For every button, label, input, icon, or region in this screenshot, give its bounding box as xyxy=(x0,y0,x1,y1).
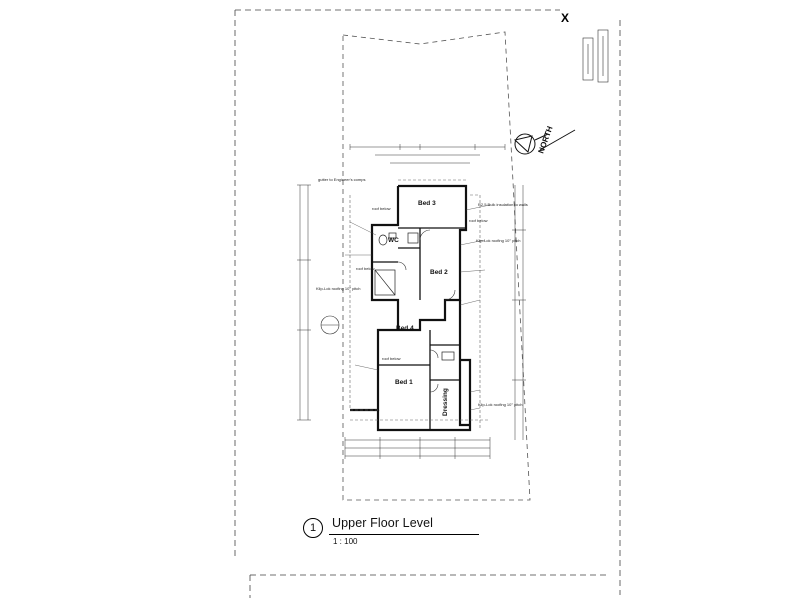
dimension-lines-bottom xyxy=(344,437,491,459)
title-underline xyxy=(329,534,479,535)
revision-block xyxy=(582,29,609,83)
note-klip-lok-2: Klip-Lok roofing 10° pitch xyxy=(316,286,361,291)
view-title-block: 1 Upper Floor Level 1 : 100 xyxy=(303,514,483,554)
north-label: NORTH xyxy=(536,125,554,155)
leader-lines xyxy=(345,204,491,411)
north-arrow xyxy=(513,129,576,155)
door-swings xyxy=(397,229,456,393)
note-klip-lok-1: Klip-Lok roofing 10° pitch xyxy=(476,238,521,243)
fixtures xyxy=(374,232,455,361)
note-insulation: R2.5 Bulk insulation to walls xyxy=(478,202,528,207)
corner-mark: X xyxy=(561,11,570,25)
room-label-wc: WC xyxy=(388,237,399,244)
room-label-dressing: Dressing xyxy=(442,388,449,416)
dimension-lines-top xyxy=(349,144,506,164)
section-callout xyxy=(320,315,340,335)
note-roof-below-4: roof below xyxy=(382,356,401,361)
site-boundary xyxy=(342,31,531,501)
exterior-walls xyxy=(350,184,472,432)
sheet-border xyxy=(234,9,621,598)
room-label-bed3: Bed 3 xyxy=(418,200,436,207)
room-label-bed1: Bed 1 xyxy=(395,379,413,386)
view-scale: 1 : 100 xyxy=(333,537,358,546)
note-roof-below-3: roof below xyxy=(469,218,488,223)
note-roof-below-2: roof below xyxy=(356,266,375,271)
view-title: Upper Floor Level xyxy=(332,516,434,530)
view-number-bubble: 1 xyxy=(303,518,323,538)
roof-lines xyxy=(349,179,490,430)
dimension-lines-left xyxy=(297,184,311,421)
room-label-bed2: Bed 2 xyxy=(430,269,448,276)
note-klip-lok-3: Klip-Lok roofing 10° pitch xyxy=(478,402,523,407)
dimension-lines-right xyxy=(512,185,526,440)
note-roof-below-1: roof below xyxy=(372,206,391,211)
note-engineer: gutter to Engineer's comps xyxy=(318,177,365,182)
room-label-bed4: Bed 4 xyxy=(396,325,414,332)
